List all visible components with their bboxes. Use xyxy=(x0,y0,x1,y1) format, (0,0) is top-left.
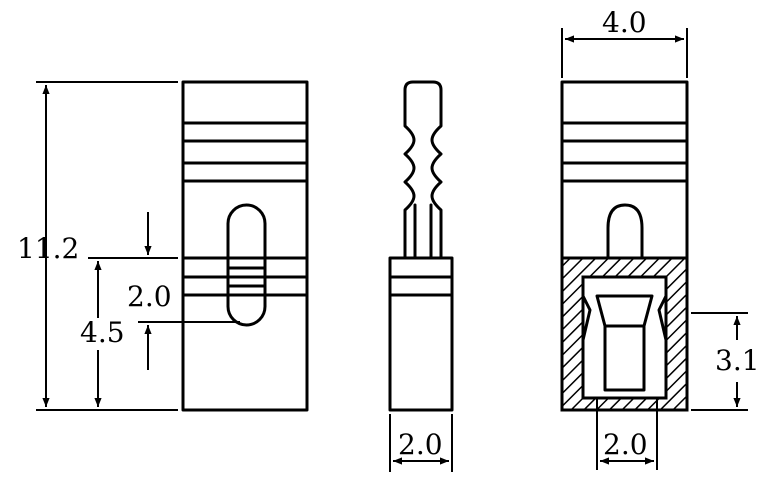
side-body-outline xyxy=(388,256,454,412)
section-contact-inner xyxy=(595,294,654,392)
front-view xyxy=(181,80,309,412)
dim-label-2-0-right: 2.0 xyxy=(603,428,648,461)
section-pin-tip xyxy=(606,203,644,260)
front-window-slot xyxy=(226,203,267,327)
dim-label-4-5: 4.5 xyxy=(80,316,125,349)
front-body-outline xyxy=(181,80,309,412)
section-hatched-housing xyxy=(560,256,689,412)
dim-label-4-0: 4.0 xyxy=(602,6,647,39)
section-contact-outer xyxy=(581,275,668,400)
side-pin-outline xyxy=(403,80,443,260)
dim-label-2-0-left: 2.0 xyxy=(127,280,172,313)
section-view: 4.0 3.1 2.0 xyxy=(560,6,760,470)
side-view: 2.0 xyxy=(388,80,454,472)
front-dimensions: 11.2 4.5 2.0 xyxy=(17,81,240,411)
dim-label-11-2: 11.2 xyxy=(17,232,79,265)
dim-label-3-1: 3.1 xyxy=(715,344,760,377)
dim-label-2-0-mid: 2.0 xyxy=(398,428,443,461)
